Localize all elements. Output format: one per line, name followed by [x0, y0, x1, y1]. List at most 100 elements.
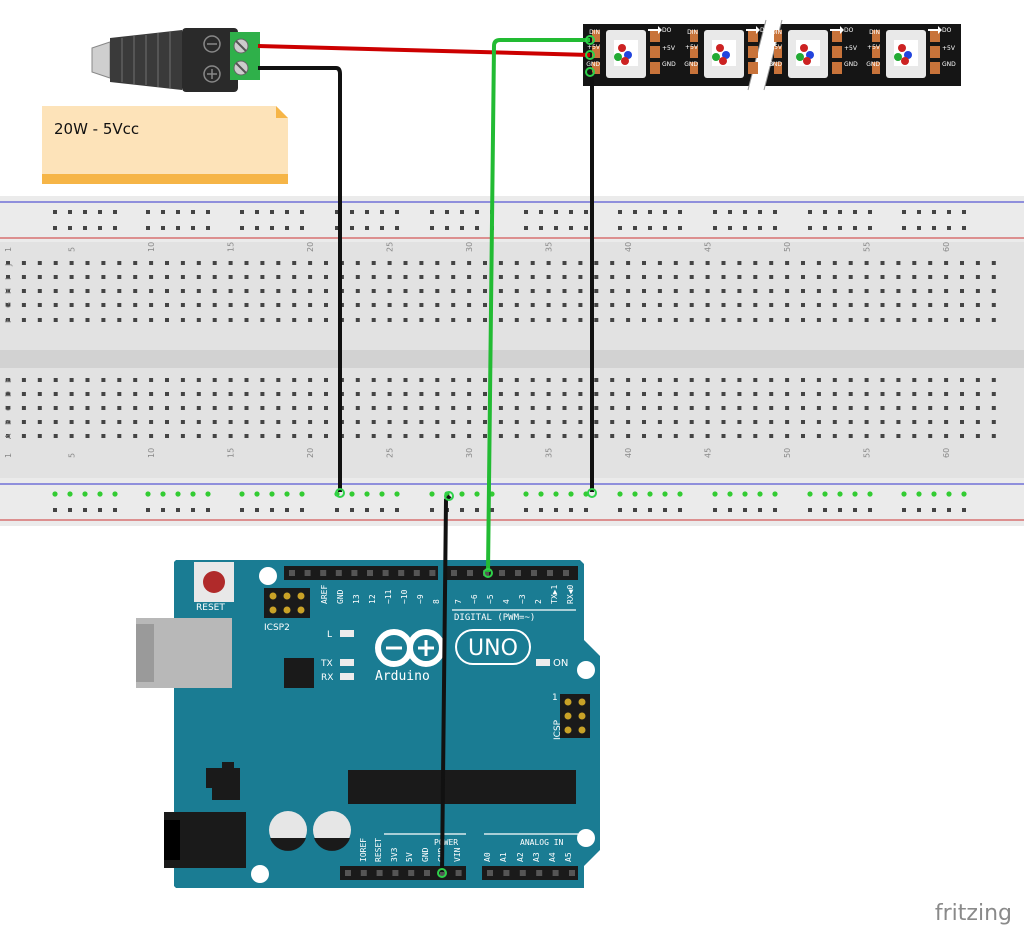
breadboard-hole: [180, 434, 185, 438]
breadboard-hole: [498, 378, 503, 382]
breadboard-hole: [642, 303, 646, 307]
rail-hole: [395, 226, 399, 230]
rail-hole: [773, 226, 777, 230]
rail-hole: [853, 226, 857, 230]
breadboard-hole: [6, 378, 10, 382]
rail-hole: [962, 210, 966, 214]
breadboard-hole: [498, 406, 503, 410]
column-label: 60: [942, 448, 951, 458]
breadboard-hole: [960, 378, 964, 382]
rail-hole: [773, 508, 777, 512]
breadboard-hole: [610, 318, 615, 322]
rail-hole: [335, 508, 339, 512]
breadboard-hole: [165, 318, 169, 322]
breadboard-hole: [165, 420, 169, 424]
breadboard-hole: [451, 392, 456, 396]
breadboard-hole: [960, 420, 964, 424]
breadboard-hole: [371, 318, 376, 322]
rail-hole: [146, 226, 150, 230]
breadboard-hole: [260, 289, 265, 293]
breadboard-hole: [785, 303, 790, 307]
breadboard-hole: [196, 261, 201, 265]
breadboard-hole: [419, 275, 424, 279]
breadboard-hole: [848, 275, 853, 279]
pad-label-5v: +5V: [844, 45, 858, 52]
rail-hole: [713, 226, 717, 230]
breadboard-hole: [657, 303, 662, 307]
rail-hole: [916, 491, 922, 497]
breadboard-hole: [308, 275, 313, 279]
breadboard-hole: [467, 289, 472, 293]
breadboard-hole: [451, 420, 456, 424]
breadboard-hole: [467, 420, 472, 424]
pin-label: 12: [368, 594, 377, 604]
breadboard-hole: [387, 289, 392, 293]
breadboard-hole: [403, 289, 408, 293]
breadboard-hole: [180, 392, 185, 396]
rail-hole: [524, 226, 528, 230]
breadboard-hole: [530, 261, 535, 265]
breadboard-hole: [180, 420, 185, 424]
rail-hole: [618, 210, 622, 214]
breadboard-hole: [753, 406, 758, 410]
rail-hole: [53, 210, 57, 214]
breadboard-hole: [101, 392, 106, 396]
breadboard-hole: [260, 434, 265, 438]
breadboard-hole: [101, 434, 106, 438]
breadboard-hole: [848, 303, 853, 307]
rail-hole: [742, 491, 748, 497]
breadboard-hole: [117, 261, 122, 265]
breadboard-hole: [960, 289, 964, 293]
breadboard-hole: [530, 406, 535, 410]
breadboard-hole: [165, 289, 169, 293]
breadboard-hole: [991, 303, 996, 307]
breadboard-hole: [467, 434, 472, 438]
breadboard-hole: [912, 434, 917, 438]
led-tx-label: TX: [320, 659, 333, 669]
breadboard-hole: [165, 434, 169, 438]
pin-label: 8: [432, 599, 441, 604]
rail-hole: [902, 508, 906, 512]
breadboard-hole: [355, 434, 360, 438]
breadboard-hole: [37, 378, 42, 382]
breadboard-hole: [530, 275, 535, 279]
rail-hole: [663, 210, 667, 214]
header-pin: [398, 570, 405, 576]
breadboard-hole: [244, 289, 249, 293]
breadboard-hole: [912, 392, 917, 396]
breadboard-hole: [387, 378, 392, 382]
breadboard-hole: [85, 275, 90, 279]
pad-label-din: DIN: [589, 29, 600, 36]
pin-label: AREF: [320, 585, 329, 604]
pad-label-gnd: GND: [942, 61, 956, 68]
pin-label: A1: [499, 852, 508, 862]
breadboard-hole: [785, 406, 790, 410]
pin-label: ~11: [384, 589, 393, 604]
breadboard-hole: [308, 378, 313, 382]
breadboard-hole: [419, 420, 424, 424]
rail-hole: [773, 210, 777, 214]
header-pin: [335, 570, 342, 576]
breadboard-hole: [37, 261, 42, 265]
breadboard-hole: [801, 420, 805, 424]
breadboard-hole: [419, 406, 424, 410]
rail-hole: [931, 491, 937, 497]
breadboard-hole: [944, 289, 949, 293]
breadboard-hole: [133, 378, 138, 382]
breadboard-hole: [37, 275, 42, 279]
led-tx: [340, 659, 354, 666]
breadboard-hole: [705, 289, 710, 293]
digital-header-left: [284, 566, 438, 580]
pin-label: 5V: [405, 852, 414, 862]
pad-label-do: DO: [844, 27, 854, 34]
rail-hole: [176, 508, 180, 512]
breadboard-hole: [149, 261, 154, 265]
rail-hole: [917, 210, 921, 214]
rail-hole: [395, 210, 399, 214]
breadboard-hole: [562, 420, 567, 424]
breadboard-hole: [260, 406, 265, 410]
rail-hole: [459, 491, 465, 497]
breadboard-hole: [244, 420, 249, 424]
header-pin: [515, 570, 521, 576]
column-label: 5: [68, 453, 77, 458]
